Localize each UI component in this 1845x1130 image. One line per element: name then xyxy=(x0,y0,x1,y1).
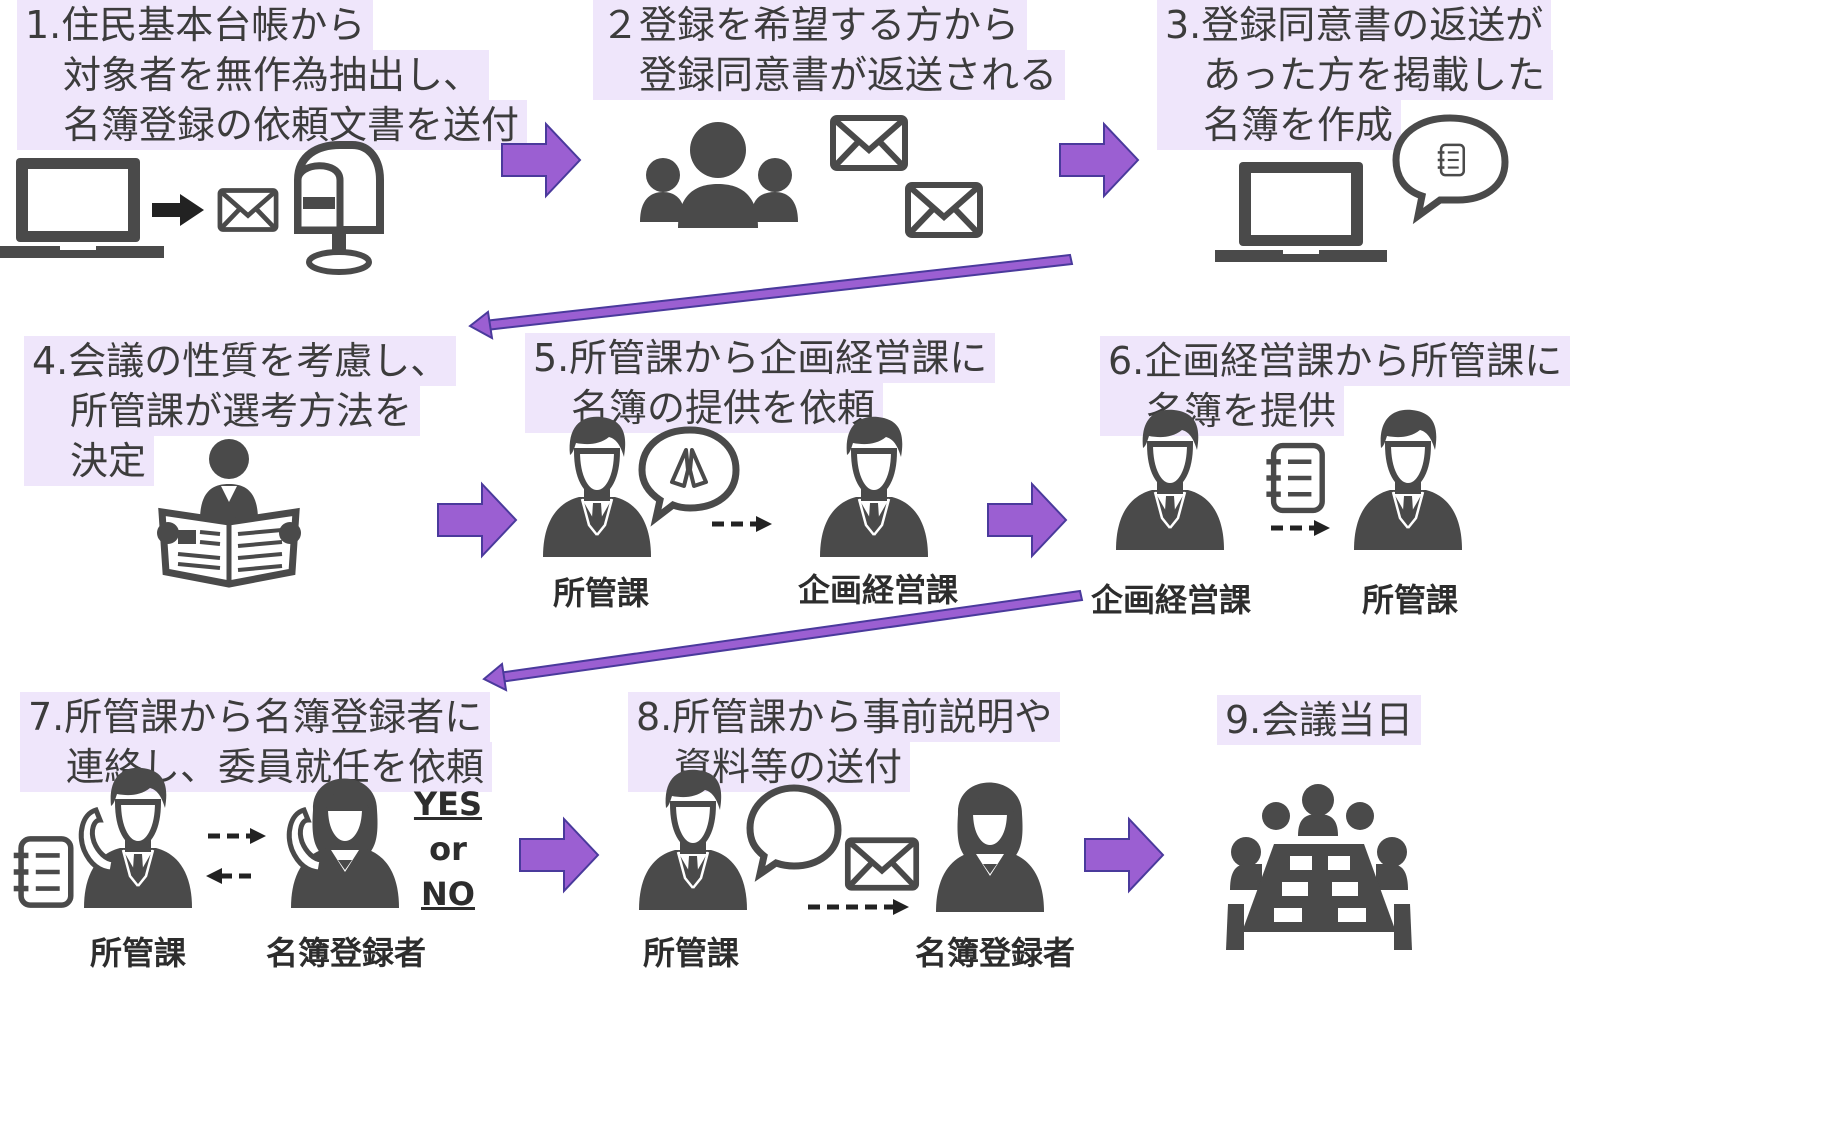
step-1-title: 1.住民基本台帳から 対象者を無作為抽出し、 名簿登録の依頼文書を送付 xyxy=(17,0,528,150)
step-8-line-1: 8.所管課から事前説明や xyxy=(628,692,1061,742)
step-7-title: 7.所管課から名簿登録者に 連絡し、委員就任を依頼 xyxy=(20,692,493,792)
arrow-step1-to-step2 xyxy=(501,123,581,197)
step-8-businessman-icon xyxy=(639,770,747,910)
step-5-line-1: 5.所管課から企画経営課に xyxy=(525,333,996,383)
step-3-list-bubble-icon xyxy=(1392,114,1509,225)
step-4-line-2: 所管課が選考方法を xyxy=(24,386,421,436)
step-1-line-2: 対象者を無作為抽出し、 xyxy=(17,50,490,100)
step-5-dashed-arrow xyxy=(712,516,772,532)
step-7-list-icon xyxy=(14,839,71,905)
step-5-businessman-icon-shokan xyxy=(543,417,651,557)
step-7-phone-icon-1 xyxy=(81,810,114,872)
step-5-praying-hands-bubble-icon xyxy=(638,426,740,527)
step-7-label-registrant: 名簿登録者 xyxy=(266,934,427,972)
step-1-line-1: 1.住民基本台帳から xyxy=(17,0,374,50)
step-8-envelope-icon xyxy=(848,840,916,888)
step-6-businessman-icon-shokan xyxy=(1354,410,1462,550)
step-8-speech-bubble-icon xyxy=(746,784,842,882)
arrow-step4-to-step5 xyxy=(437,483,517,557)
step-1-line-3: 名簿登録の依頼文書を送付 xyxy=(17,100,528,150)
step-4-newspaper-reader-icon xyxy=(157,439,301,588)
step-7-dashed-arrows xyxy=(206,828,266,884)
step-4-line-3: 決定 xyxy=(24,436,155,486)
arrow-step8-to-step9 xyxy=(1084,818,1164,892)
step-7-line-1: 7.所管課から名簿登録者に xyxy=(20,692,491,742)
step-2-group-icon xyxy=(640,122,798,228)
step-8-label-shokan: 所管課 xyxy=(643,934,740,972)
no-label: NO xyxy=(421,875,475,913)
yes-label: YES xyxy=(413,785,483,823)
step-6-list-icon xyxy=(1266,446,1322,511)
step-7-line-2: 連絡し、委員就任を依頼 xyxy=(20,742,493,792)
step-6-label-kikaku: 企画経営課 xyxy=(1091,581,1252,619)
step-3-line-1: 3.登録同意書の返送が xyxy=(1157,0,1552,50)
step-1-envelope-icon xyxy=(220,191,276,230)
step-7-businessman-icon xyxy=(84,768,192,908)
step-4-line-1: 4.会議の性質を考慮し、 xyxy=(24,336,457,386)
step-7-label-shokan: 所管課 xyxy=(90,934,187,972)
step-2-envelope-icon-1 xyxy=(833,118,905,168)
arrow-step7-to-step8 xyxy=(519,818,599,892)
step-8-businesswoman-icon xyxy=(936,783,1044,913)
step-2-title: ２登録を希望する方から 登録同意書が返送される xyxy=(593,0,1066,100)
step-8-label-registrant: 名簿登録者 xyxy=(915,934,1076,972)
step-9-meeting-table-icon xyxy=(1226,784,1412,950)
step-1-arrow-icon xyxy=(152,194,204,226)
step-6-label-shokan: 所管課 xyxy=(1362,581,1459,619)
or-label: or xyxy=(429,830,467,868)
step-6-dashed-arrow xyxy=(1271,520,1330,536)
arrow-step2-to-step3 xyxy=(1059,123,1139,197)
step-3-laptop-icon xyxy=(1215,162,1387,262)
step-9-title: 9.会議当日 xyxy=(1217,695,1422,745)
step-5-label-shokan: 所管課 xyxy=(553,574,650,612)
step-2-line-2: 登録同意書が返送される xyxy=(593,50,1066,100)
arrow-step5-to-step6 xyxy=(987,483,1067,557)
connector-step6-to-step7 xyxy=(482,589,1084,692)
step-6-line-1: 6.企画経営課から所管課に xyxy=(1100,336,1571,386)
step-5-label-kikaku: 企画経営課 xyxy=(798,571,959,609)
step-1-mailbox-icon xyxy=(294,141,384,275)
step-3-line-2: あった方を掲載した xyxy=(1157,50,1554,100)
step-7-businesswoman-icon xyxy=(291,779,399,909)
yes-or-no-answer: YES or NO xyxy=(413,782,483,917)
step-4-title: 4.会議の性質を考慮し、 所管課が選考方法を 決定 xyxy=(24,336,457,486)
step-1-laptop-icon xyxy=(0,158,164,258)
step-6-businessman-icon-kikaku xyxy=(1116,410,1224,550)
step-2-line-1: ２登録を希望する方から xyxy=(593,0,1028,50)
step-5-title: 5.所管課から企画経営課に 名簿の提供を依頼 xyxy=(525,333,996,433)
step-8-dashed-arrow xyxy=(808,899,909,915)
step-3-line-3: 名簿を作成 xyxy=(1157,100,1402,150)
step-9-line-1: 9.会議当日 xyxy=(1217,695,1422,745)
connector-step3-to-step4 xyxy=(468,253,1074,340)
step-5-businessman-icon-kikaku xyxy=(820,417,928,557)
step-3-title: 3.登録同意書の返送が あった方を掲載した 名簿を作成 xyxy=(1157,0,1554,150)
step-2-envelope-icon-2 xyxy=(908,185,980,235)
